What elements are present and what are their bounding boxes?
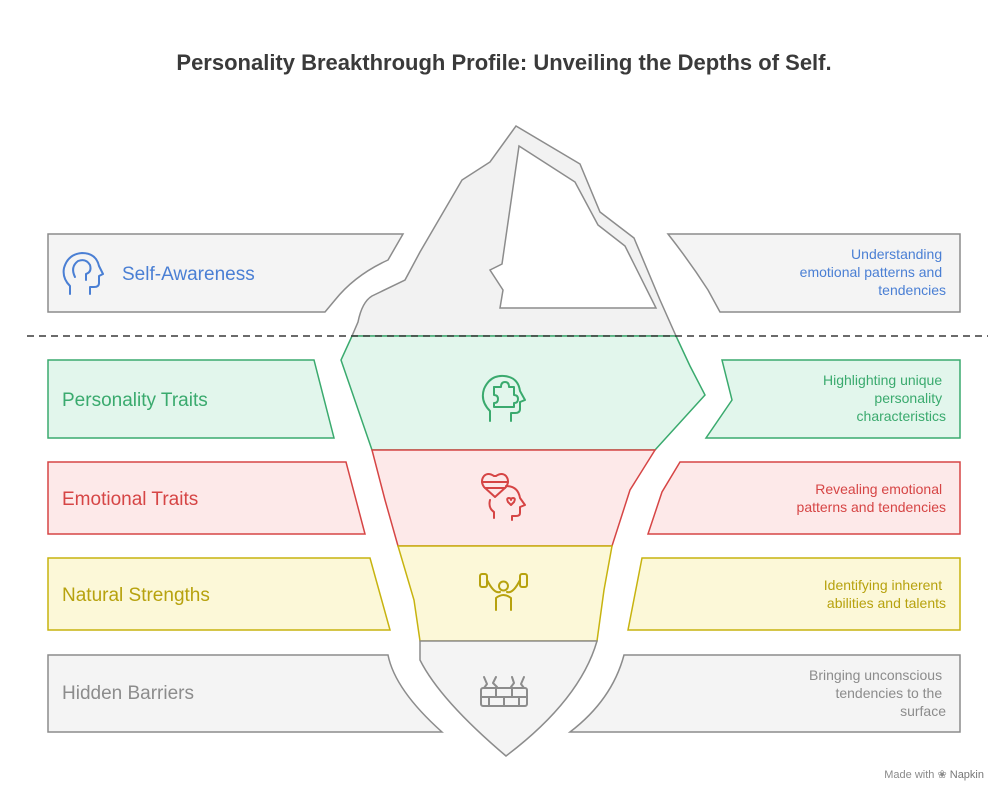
label-card-hidden-barriers xyxy=(47,654,444,733)
footer-prefix: Made with xyxy=(884,769,935,781)
footer-brand: Napkin xyxy=(949,769,984,781)
label-card-emotional-traits xyxy=(47,461,366,535)
iceberg-layer-natural-strengths xyxy=(396,545,613,642)
footer-attribution: Made with ❀ Napkin xyxy=(884,768,984,781)
iceberg-snow-cap xyxy=(488,144,658,309)
desc-natural-strengths: Identifying inherent abilities and talen… xyxy=(824,577,946,611)
desc-emotional-traits: Revealing emotional patterns and tendenc… xyxy=(797,481,946,515)
desc-card-natural-strengths xyxy=(627,557,961,631)
label-emotional-traits: Emotional Traits xyxy=(62,489,198,510)
iceberg-layer-hidden-barriers xyxy=(419,640,598,757)
label-card-personality-traits xyxy=(47,359,335,439)
iceberg-layer-personality-traits xyxy=(340,335,706,451)
head-profile-icon xyxy=(62,252,104,295)
label-self-awareness: Self-Awareness xyxy=(122,264,255,285)
label-card-self-awareness xyxy=(47,233,405,313)
label-card-natural-strengths xyxy=(47,557,391,631)
desc-self-awareness: Understanding emotional patterns and ten… xyxy=(800,246,946,298)
label-hidden-barriers: Hidden Barriers xyxy=(62,683,194,704)
desc-personality-traits: Highlighting unique personality characte… xyxy=(823,372,946,424)
page-title: Personality Breakthrough Profile: Unveil… xyxy=(176,50,832,75)
desc-card-hidden-barriers xyxy=(567,654,961,733)
desc-card-emotional-traits xyxy=(646,461,961,535)
label-natural-strengths: Natural Strengths xyxy=(62,585,210,606)
heart-head-icon xyxy=(481,473,526,521)
label-personality-traits: Personality Traits xyxy=(62,390,208,411)
desc-card-self-awareness xyxy=(666,233,961,313)
desc-hidden-barriers: Bringing unconscious tendencies to the s… xyxy=(809,667,946,719)
cracked-wall-icon xyxy=(480,676,528,707)
strong-arms-icon xyxy=(479,573,528,611)
napkin-logo-icon: ❀ xyxy=(937,769,947,781)
desc-card-personality-traits xyxy=(704,359,961,439)
puzzle-head-icon xyxy=(481,374,526,422)
